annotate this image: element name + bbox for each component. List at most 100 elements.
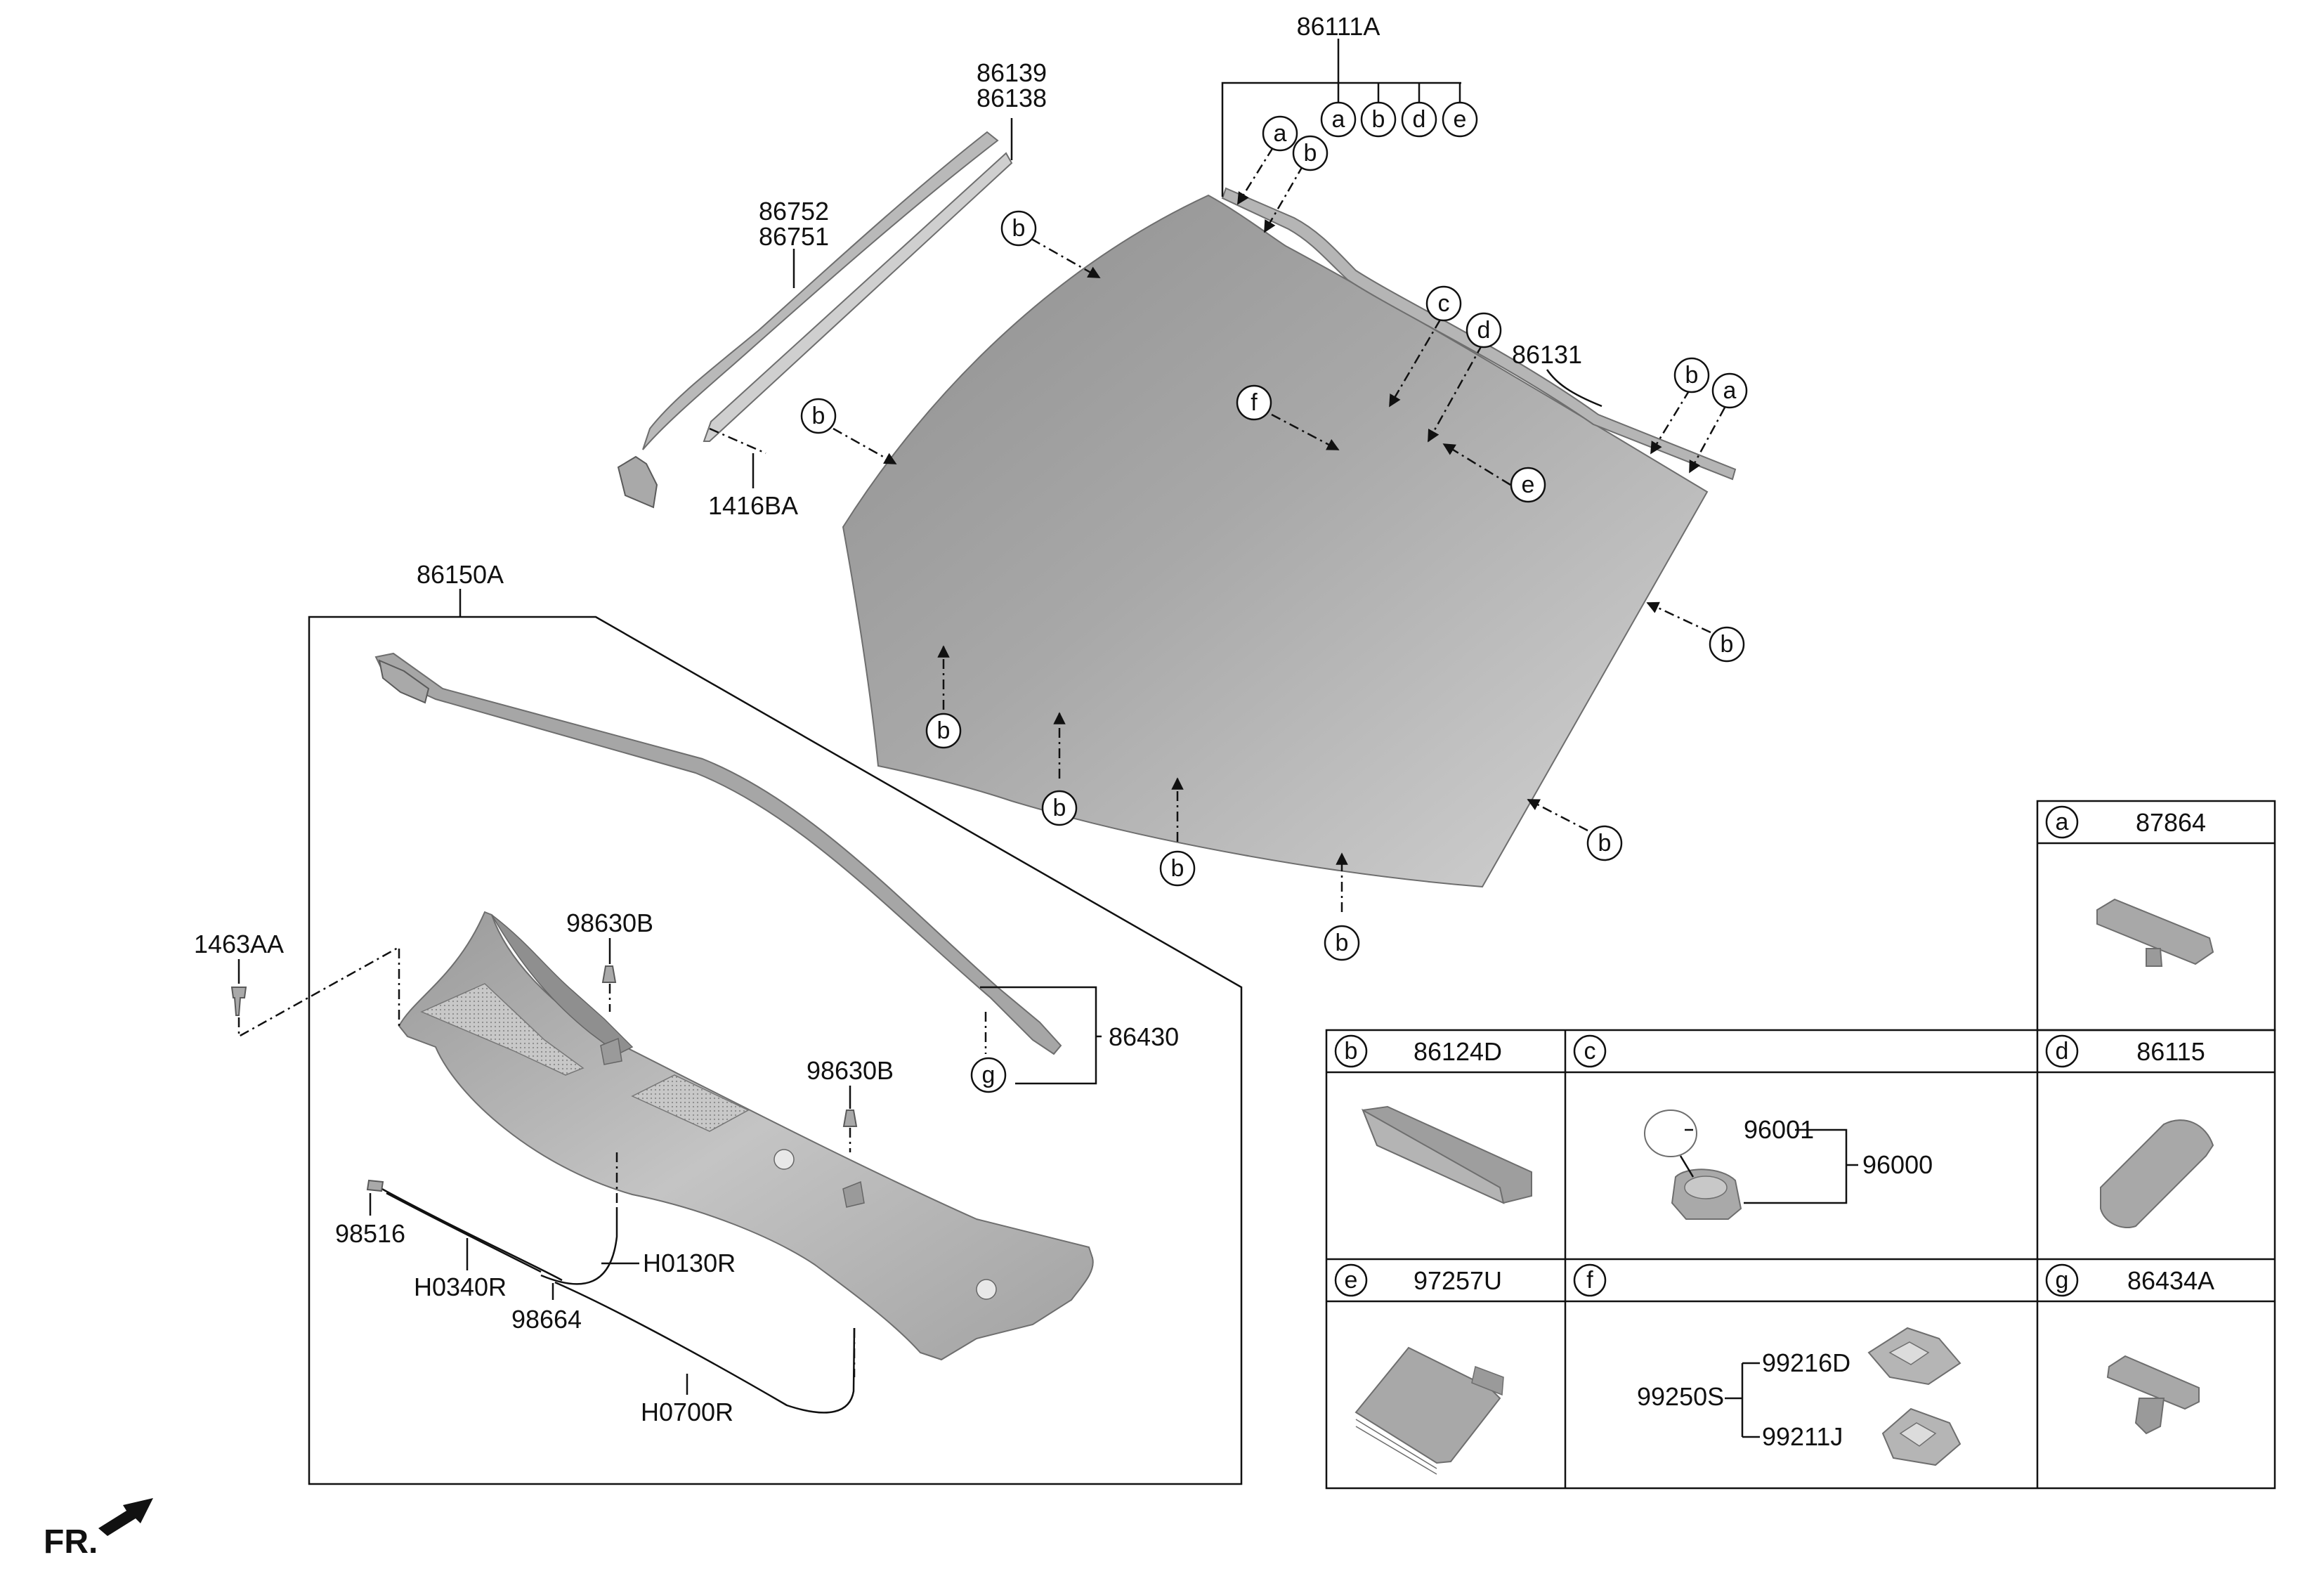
label-98664: 98664	[511, 1305, 582, 1334]
windshield-assy-leader	[1221, 39, 1461, 197]
legend-cell-e: e 97257U	[1334, 1263, 1504, 1475]
svg-text:b: b	[937, 717, 951, 744]
front-direction-indicator: FR.	[44, 1498, 153, 1561]
front-arrow-icon	[98, 1498, 153, 1536]
label-H0340R: H0340R	[414, 1273, 507, 1301]
bubble-b-6: b	[1159, 850, 1196, 887]
label-98630B-lower: 98630B	[807, 1056, 894, 1085]
svg-text:d: d	[2056, 1038, 2069, 1065]
legend-table	[1325, 800, 2276, 1490]
svg-text:99211J: 99211J	[1762, 1422, 1843, 1451]
clip-86434A	[2106, 1355, 2200, 1435]
cowl-seal-leader	[980, 986, 1102, 1085]
label-H0130R: H0130R	[643, 1249, 736, 1277]
svg-text:a: a	[1274, 120, 1287, 147]
svg-text:b: b	[1171, 855, 1184, 882]
label-86139: 86139	[977, 58, 1047, 87]
rain-sensor	[1671, 1169, 1742, 1220]
bubble-b-4: b	[925, 712, 962, 749]
block-86124D	[1362, 1105, 1532, 1204]
bubble-b-5: b	[1041, 790, 1078, 826]
svg-text:e: e	[1345, 1267, 1358, 1294]
svg-text:a: a	[2056, 809, 2069, 835]
bubble-b-7: b	[1324, 925, 1360, 961]
callout-b-arrows	[833, 164, 1711, 912]
svg-text:g: g	[2056, 1267, 2069, 1294]
svg-text:b: b	[1372, 106, 1385, 133]
bubble-e: e	[1510, 467, 1546, 503]
bubble-d-top: d	[1401, 101, 1437, 138]
svg-text:86124D: 86124D	[1414, 1037, 1502, 1066]
svg-text:99250S: 99250S	[1637, 1382, 1724, 1411]
side-molding-end	[617, 455, 658, 509]
svg-text:d: d	[1477, 317, 1491, 344]
svg-text:c: c	[1438, 290, 1450, 317]
clip-99216D	[1867, 1327, 1961, 1386]
washer-nozzle-lower	[842, 1109, 858, 1127]
svg-text:99216D: 99216D	[1762, 1348, 1850, 1377]
clip-dash	[709, 427, 766, 455]
bubble-e-top: e	[1442, 101, 1478, 138]
legend-cell-f: f 99250S 99216D 99211J	[1573, 1263, 1961, 1466]
label-86150A: 86150A	[417, 560, 504, 589]
cowl-group-frame	[308, 616, 1243, 1485]
label-98630B-upper: 98630B	[566, 909, 653, 937]
label-H0700R: H0700R	[641, 1398, 733, 1426]
legend-cell-d: d 86115	[2045, 1034, 2214, 1228]
label-86111A: 86111A	[1297, 12, 1380, 41]
pad-86115	[2100, 1119, 2214, 1228]
label-86430: 86430	[1109, 1022, 1179, 1051]
cowl-top-cover	[398, 911, 1094, 1361]
callout-a-arrows	[1236, 147, 1726, 474]
washer-nozzle-upper	[601, 965, 617, 983]
svg-text:86115: 86115	[2136, 1037, 2205, 1066]
svg-text:f: f	[1251, 389, 1258, 416]
pad-97257U	[1354, 1346, 1504, 1475]
bubble-a-top: a	[1320, 101, 1357, 138]
callout-cdef-arrows	[1271, 319, 1511, 486]
label-1416BA: 1416BA	[708, 491, 798, 520]
legend-cell-a: a 87864	[2045, 805, 2214, 967]
label-86752: 86752	[759, 197, 829, 226]
svg-text:e: e	[1522, 471, 1535, 498]
cowl-screw-dash	[237, 945, 400, 1039]
roof-molding	[642, 131, 1013, 450]
upper-seal-strip	[1221, 187, 1737, 481]
svg-text:96001: 96001	[1744, 1115, 1814, 1144]
svg-text:c: c	[1584, 1038, 1596, 1065]
label-1463AA: 1463AA	[194, 930, 284, 958]
bubble-a-1: a	[1262, 115, 1298, 152]
pad-87864	[2096, 898, 2214, 967]
bubble-c: c	[1425, 285, 1462, 322]
svg-text:b: b	[1053, 795, 1066, 821]
svg-text:e: e	[1454, 106, 1467, 133]
legend-cell-c: c 96001 96000	[1573, 1034, 1933, 1220]
bubble-a-2: a	[1711, 372, 1748, 409]
clip-99211J	[1881, 1407, 1961, 1466]
svg-text:a: a	[1723, 377, 1737, 404]
svg-text:b: b	[1598, 830, 1612, 857]
bubble-d: d	[1465, 312, 1502, 349]
svg-text:87864: 87864	[2136, 808, 2206, 837]
washer-hoses	[366, 1179, 856, 1414]
svg-text:b: b	[1304, 140, 1317, 167]
svg-text:a: a	[1332, 106, 1345, 133]
label-98516: 98516	[335, 1219, 405, 1248]
svg-text:f: f	[1586, 1267, 1593, 1294]
svg-text:b: b	[812, 403, 825, 429]
label-86751: 86751	[759, 222, 829, 251]
svg-text:b: b	[1345, 1038, 1358, 1065]
svg-text:b: b	[1336, 930, 1349, 956]
cowl-screw	[230, 987, 247, 1016]
legend-cell-g: g 86434A	[2045, 1263, 2214, 1435]
front-label: FR.	[44, 1523, 98, 1561]
svg-text:97257U: 97257U	[1414, 1266, 1502, 1295]
label-86138: 86138	[977, 84, 1047, 112]
bubble-b-3: b	[800, 398, 837, 434]
bubble-b-top: b	[1360, 101, 1397, 138]
bubble-f: f	[1236, 384, 1272, 421]
legend-cell-b: b 86124D	[1334, 1034, 1532, 1204]
cowl-seal-strip	[374, 652, 1062, 1055]
bubble-b-8: b	[1586, 825, 1623, 861]
upper-seal-leader	[1546, 369, 1602, 408]
